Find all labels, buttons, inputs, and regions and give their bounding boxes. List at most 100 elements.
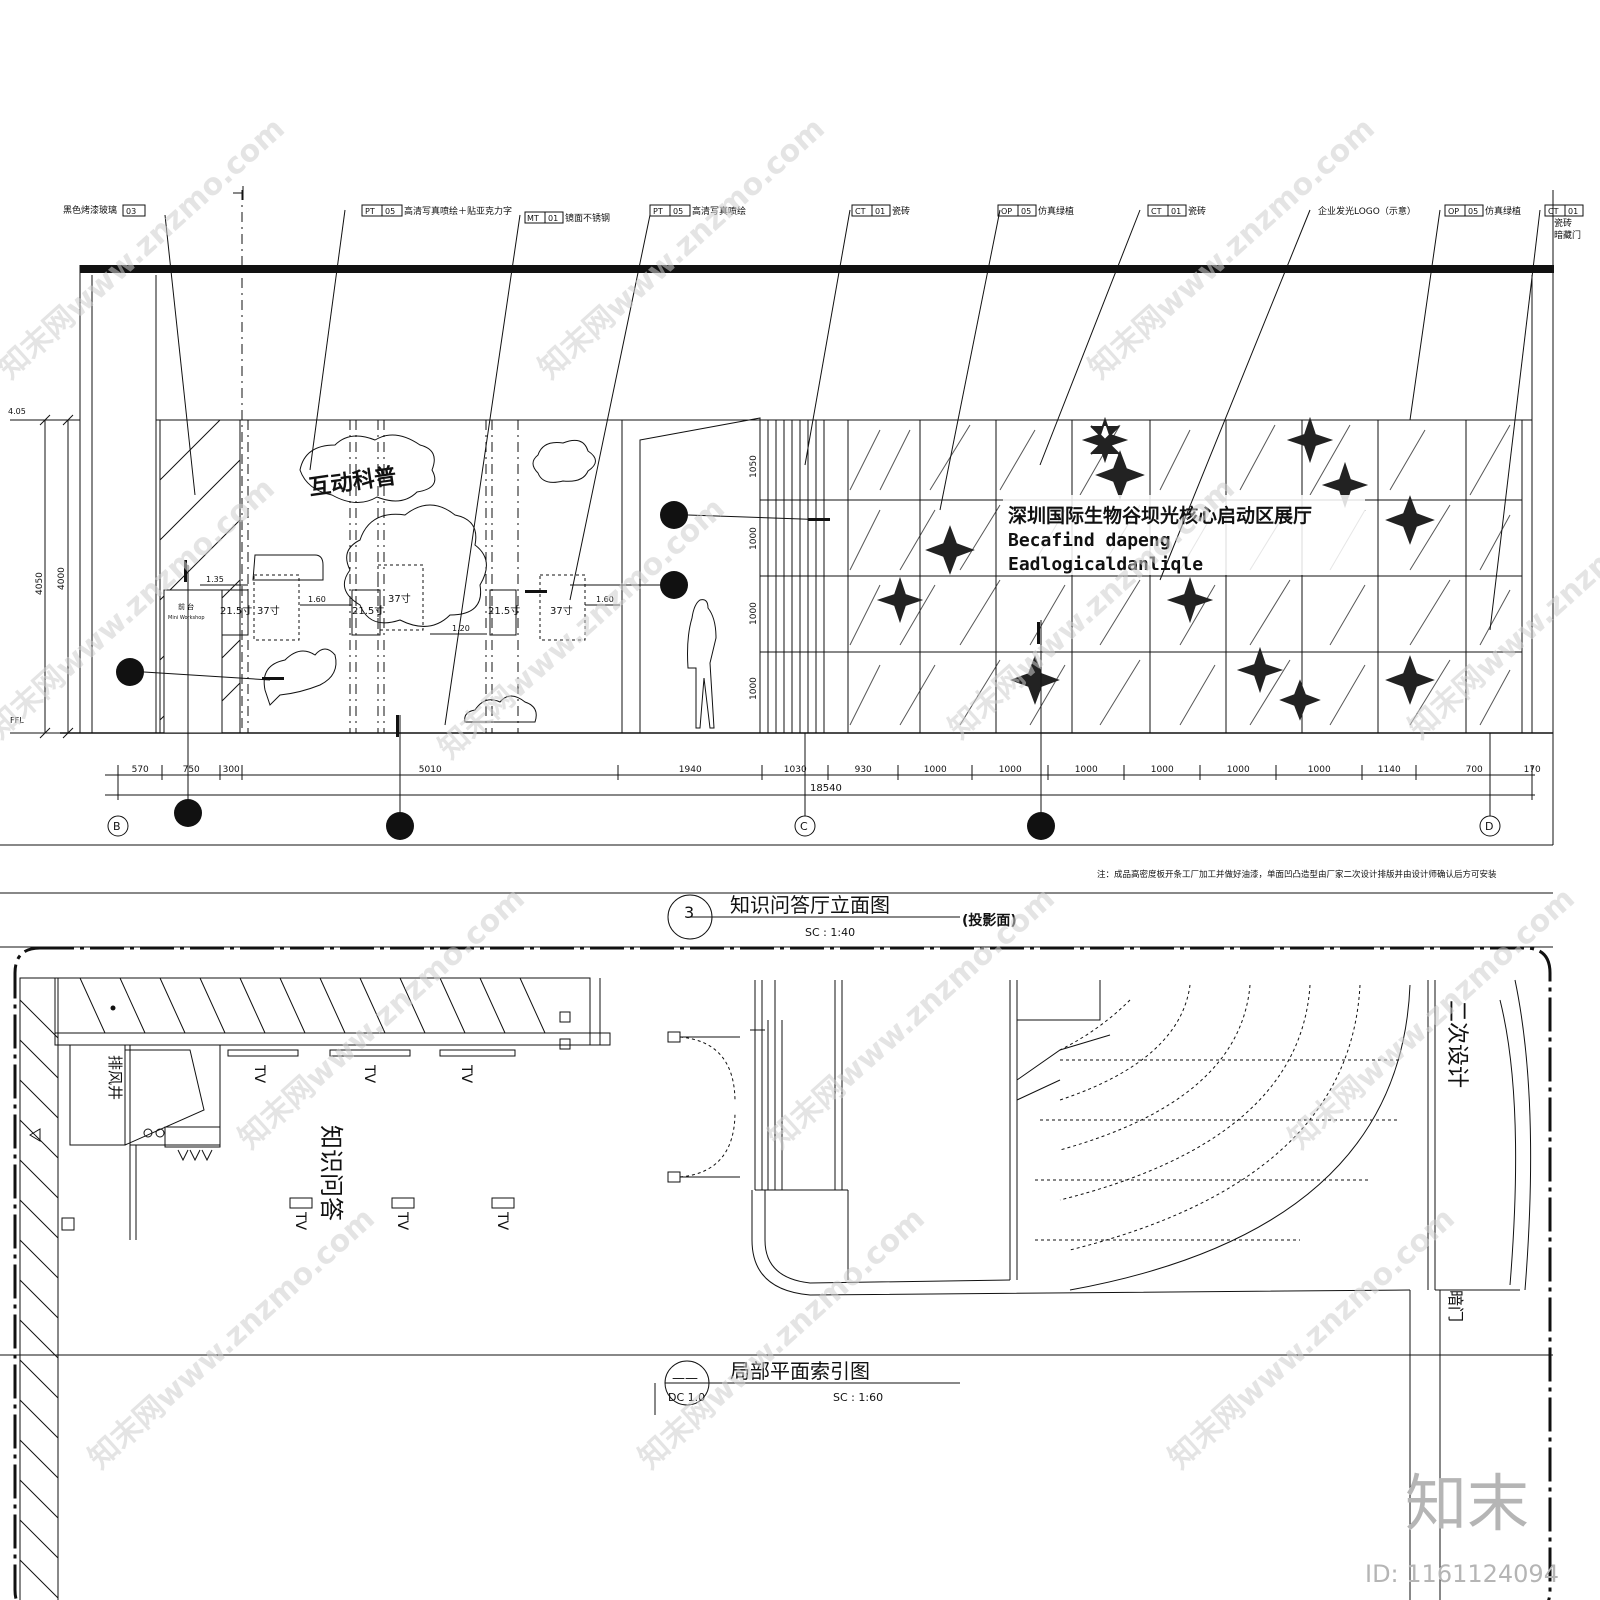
callout-6-code: CT bbox=[1151, 207, 1162, 216]
dim-segment-label: 1000 bbox=[1308, 765, 1331, 775]
callout-0-text: 黑色烤漆玻璃 bbox=[63, 204, 117, 216]
screen-dim-lines bbox=[200, 584, 620, 635]
dim-segment-label: 1030 bbox=[784, 765, 807, 775]
callout-1-code: PT bbox=[365, 207, 375, 216]
watermark-tile-3: 知末网www.znzmo.com bbox=[1082, 111, 1382, 386]
callout-8-code: OP bbox=[1448, 207, 1459, 216]
callout-7-text: 企业发光LOGO（示意） bbox=[1318, 205, 1416, 217]
plan-title-number: —— bbox=[672, 1371, 698, 1386]
dim-segment-label: 1000 bbox=[1227, 765, 1250, 775]
label-second-design: 二次设计 bbox=[1444, 1000, 1469, 1088]
watermark-id: ID: 1161124094 bbox=[1365, 1560, 1559, 1588]
plan-title: 局部平面索引图 bbox=[730, 1359, 870, 1383]
guide-lines bbox=[241, 190, 519, 733]
grid-bubbles bbox=[107, 733, 1501, 837]
plan-tv-label-3: TV bbox=[458, 1064, 474, 1084]
callout-labels: 黑色烤漆玻璃 03 PT 05 高清写真喷绘＋贴亚克力字 MT 01 镜面不锈钢… bbox=[63, 204, 1584, 241]
dim-segment-label: 300 bbox=[223, 765, 240, 775]
dim-right-3: 1000 bbox=[749, 602, 759, 625]
elevation-title-number: 3 bbox=[684, 903, 694, 922]
dim-segment-label: 1140 bbox=[1378, 765, 1401, 775]
greenery bbox=[876, 416, 1435, 721]
dim-right-4: 1000 bbox=[749, 677, 759, 700]
plan-curved-gallery bbox=[1009, 979, 1532, 1600]
dim-segment-label: 1000 bbox=[999, 765, 1022, 775]
callout-3-code: PT bbox=[653, 207, 663, 216]
watermark-tile-7: 知末网www.znzmo.com bbox=[1402, 471, 1600, 746]
plan-kiosks bbox=[289, 1197, 515, 1209]
watermark-tile-2: 知末网www.znzmo.com bbox=[532, 111, 832, 386]
elevation-title: 知识问答厅立面图 bbox=[730, 893, 890, 917]
elevation-view: 前 台 Mini Workshop 互动科普 bbox=[0, 186, 1584, 948]
screen-label-1: 21.5寸 bbox=[220, 604, 252, 617]
cloud-decorations bbox=[252, 434, 596, 723]
plan-corridor bbox=[750, 980, 1411, 1296]
watermark-tile-12: 知末网www.znzmo.com bbox=[632, 1201, 932, 1476]
screen-label-5: 21.5寸 bbox=[488, 604, 520, 617]
callout-2-text: 镜面不锈钢 bbox=[565, 212, 610, 224]
plan-left-wall bbox=[19, 977, 75, 1600]
callout-1-text: 高清写真喷绘＋贴亚克力字 bbox=[404, 205, 512, 217]
callout-10-text: 暗藏门 bbox=[1554, 229, 1581, 241]
grid-d: D bbox=[1485, 820, 1493, 833]
watermark-tile-10: 知末网www.znzmo.com bbox=[1282, 881, 1582, 1156]
dim-segment-label: 170 bbox=[1524, 765, 1541, 775]
callout-6-text: 瓷砖 bbox=[1188, 205, 1206, 217]
kiosk-tv-label-2: TV bbox=[394, 1211, 410, 1231]
callout-leaders bbox=[164, 209, 1541, 726]
screen-label-4: 37寸 bbox=[388, 592, 411, 605]
dim-right-1: 1050 bbox=[749, 455, 759, 478]
label-room-qa: 知识问答 bbox=[317, 1125, 345, 1221]
plan-door bbox=[589, 978, 740, 1183]
callout-1-num: 05 bbox=[385, 207, 395, 216]
callout-6-num: 01 bbox=[1171, 207, 1181, 216]
plan-view: 排风井 TV TV TV 知识问答 TV TV TV bbox=[0, 946, 1553, 1600]
callout-9-code: CT bbox=[1548, 207, 1559, 216]
dim-segment-label: 750 bbox=[183, 765, 200, 775]
wall-title-cn: 深圳国际生物谷坝光核心启动区展厅 bbox=[1008, 504, 1312, 527]
reception-sign-title: 前 台 bbox=[178, 602, 194, 611]
plan-tv-label-2: TV bbox=[361, 1064, 377, 1084]
screen-label-6: 37寸 bbox=[550, 604, 573, 617]
dim-small-1: 1.35 bbox=[206, 575, 224, 584]
label-hidden-door: 暗门 bbox=[1446, 1290, 1465, 1322]
callout-0-code: 03 bbox=[126, 207, 136, 216]
wall-title-en-2: Eadlogicaldanliqle bbox=[1008, 554, 1203, 575]
plan-title-block bbox=[0, 1354, 1553, 1415]
reception-sign bbox=[163, 589, 223, 734]
screens: 21.5寸 37寸 21.5寸 37寸 21.5寸 37寸 bbox=[220, 564, 586, 641]
watermark-tile-1: 知末网www.znzmo.com bbox=[0, 111, 292, 386]
level-mark-ffl: FFL bbox=[10, 716, 24, 725]
dim-segment-label: 1000 bbox=[1151, 765, 1174, 775]
dim-height-total: 4050 bbox=[35, 572, 45, 595]
label-exhaust-shaft: 排风井 bbox=[106, 1055, 124, 1100]
tile-wall bbox=[760, 420, 1523, 733]
callout-2-num: 01 bbox=[548, 214, 558, 223]
elevation-note: 注：成品高密度板开条工厂加工并做好油漆，单面凹凸造型由厂家二次设计排版并由设计师… bbox=[1097, 869, 1497, 880]
callout-8-text: 仿真绿植 bbox=[1485, 205, 1521, 217]
level-mark-top: 4.05 bbox=[8, 407, 26, 416]
plan-wall-tvs bbox=[227, 1049, 516, 1057]
grid-c: C bbox=[800, 820, 808, 833]
dim-segment-label: 1940 bbox=[679, 765, 702, 775]
watermark-tile-11: 知末网www.znzmo.com bbox=[82, 1201, 382, 1476]
plan-scale: SC : 1:60 bbox=[833, 1391, 883, 1404]
watermark-tile-5: 知末网www.znzmo.com bbox=[432, 491, 732, 766]
dim-right-2: 1000 bbox=[749, 527, 759, 550]
exhaust-shaft bbox=[69, 1044, 221, 1240]
watermark-tile-8: 知末网www.znzmo.com bbox=[232, 881, 532, 1156]
kiosk-tv-label-3: TV bbox=[494, 1211, 510, 1231]
wall-title-en-1: Becafind dapeng bbox=[1008, 530, 1171, 551]
section-markers bbox=[116, 501, 1055, 840]
callout-4-code: CT bbox=[855, 207, 866, 216]
dim-height-wall: 4000 bbox=[57, 567, 67, 590]
callout-3-num: 05 bbox=[673, 207, 683, 216]
plan-title-sub: DC 1.0 bbox=[668, 1391, 705, 1404]
elevation-title-suffix: (投影面) bbox=[962, 913, 1017, 929]
dim-small-4: 1.60 bbox=[596, 595, 614, 604]
dim-segment-label: 5010 bbox=[419, 765, 442, 775]
dim-segment-label: 1000 bbox=[924, 765, 947, 775]
watermark-tile-13: 知末网www.znzmo.com bbox=[1162, 1201, 1462, 1476]
